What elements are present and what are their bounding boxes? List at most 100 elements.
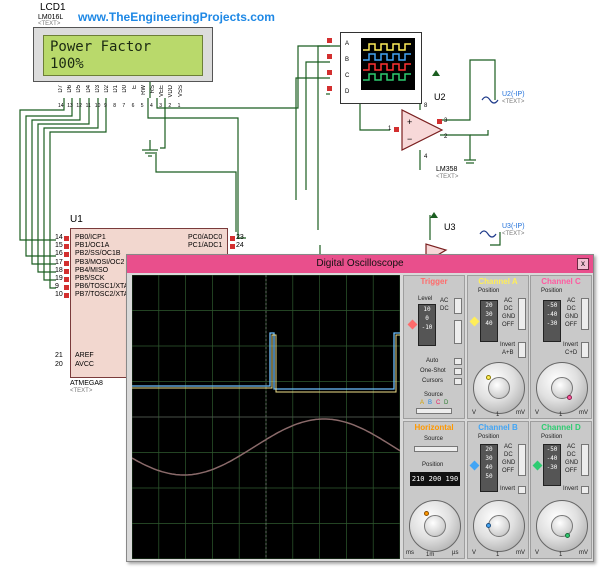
channel-c-title: Channel C (541, 277, 581, 286)
scope-thumbnail-screen (361, 38, 415, 90)
channel-b-invert-label: Invert (500, 486, 516, 492)
channel-c-mode-dc: DC (567, 306, 576, 312)
channel-b-position-indicator (469, 460, 480, 471)
lcd-pin-number: 6 (131, 103, 135, 109)
oscilloscope-component[interactable]: A B C D (340, 32, 422, 104)
mcu-bottom-pin-number: 21 (55, 352, 63, 359)
mcu-right-pin-number: 24 (236, 242, 244, 250)
channel-d-position-indicator (532, 460, 543, 471)
channel-d-scale-1: 1 (559, 552, 563, 558)
channel-b-tick-1: 20 (485, 446, 493, 453)
scope-pin-d (327, 86, 332, 91)
channel-a-volts-knob[interactable] (473, 362, 525, 414)
svg-text:−: − (407, 134, 412, 144)
mcu-left-pin-box (64, 277, 69, 282)
trigger-source-slider[interactable] (416, 408, 452, 414)
opamp-u2-pin-plus: 3 (444, 118, 448, 124)
channel-d-tick-3: -30 (546, 464, 558, 471)
channel-b-mode-gnd: GND (502, 460, 516, 466)
channel-a-mode-switch[interactable] (518, 298, 526, 330)
trigger-level-tick-1: 10 (423, 306, 431, 313)
channel-d-position-label: Position (541, 434, 563, 440)
mcu-right-pin-box (230, 236, 235, 241)
trigger-source-d: D (444, 400, 449, 406)
channel-a-invert-button[interactable] (518, 342, 526, 358)
horizontal-source-slider[interactable] (414, 446, 458, 452)
horizontal-position-display[interactable]: 210 200 190 (410, 472, 460, 486)
trigger-title: Trigger (420, 277, 448, 286)
trigger-level-spinner[interactable]: 10 0 -10 (418, 304, 436, 346)
trigger-level-tick-2: 0 (425, 315, 429, 322)
channel-a-knob-center (488, 377, 510, 399)
oscilloscope-display[interactable] (131, 274, 401, 560)
channel-d-tick-2: -40 (546, 455, 558, 462)
oscilloscope-title-bar[interactable]: Digital Oscilloscope (127, 255, 593, 273)
lcd-pin-label: D2 (104, 85, 110, 93)
channel-c-invert-button[interactable] (581, 342, 589, 358)
channel-c-tick-2: -40 (546, 311, 558, 318)
channel-c-volts-knob[interactable] (536, 362, 588, 414)
channel-a-panel: Channel A Position 20 30 40 AC DC GND OF… (467, 275, 529, 419)
channel-b-invert-button[interactable] (518, 486, 526, 494)
mcu-bottom-pin-label: AREF (75, 352, 94, 359)
horizontal-source-label: Source (424, 436, 444, 442)
opamp-u2-model: LM358 (436, 166, 458, 173)
trigger-cursors-button[interactable] (454, 378, 462, 385)
channel-a-mode-gnd: GND (502, 314, 516, 320)
channel-d-mode-switch[interactable] (581, 444, 589, 476)
oscilloscope-title: Digital Oscilloscope (316, 258, 404, 269)
channel-c-position-spinner[interactable]: -50 -40 -30 (543, 300, 561, 342)
close-button[interactable]: x (577, 258, 589, 270)
opamp-u2-ref: U2 (434, 92, 446, 102)
channel-b-tick-2: 30 (485, 455, 493, 462)
horizontal-time-knob[interactable] (409, 500, 461, 552)
trigger-one-shot-button[interactable] (454, 368, 462, 375)
svg-text:+: + (407, 117, 412, 127)
channel-c-mode-switch[interactable] (581, 298, 589, 330)
trigger-level-label: Level (418, 296, 433, 302)
channel-d-invert-label: Invert (563, 486, 579, 492)
channel-a-knob-marker (486, 375, 491, 380)
horizontal-scale-1m: 1m (426, 552, 435, 558)
mcu-left-pin-box (64, 244, 69, 250)
trigger-level-tick-3: -10 (421, 324, 433, 331)
lcd-pin-number: 13 (67, 103, 73, 109)
trigger-auto-button[interactable] (454, 358, 462, 365)
opamp-u3-ref: U3 (444, 222, 456, 232)
oscilloscope-window[interactable]: Digital Oscilloscope x Trigger Level 10 … (126, 254, 594, 562)
channel-b-tick-4: 50 (485, 473, 493, 480)
mcu-left-pin-box (64, 293, 69, 299)
channel-a-title: Channel A (478, 277, 518, 286)
lcd-pin-label: D1 (113, 85, 120, 93)
channel-a-position-spinner[interactable]: 20 30 40 (480, 300, 498, 342)
mcu-bottom-pin-number: 20 (55, 361, 63, 368)
lcd-display[interactable]: Power Factor 100% (33, 27, 213, 82)
channel-c-mode-ac: AC (567, 298, 576, 304)
channel-d-position-spinner[interactable]: -50 -40 -30 (543, 444, 561, 486)
channel-a-mode-dc: DC (504, 306, 513, 312)
opamp-u2-pin-plus-box (437, 119, 442, 124)
channel-b-position-spinner[interactable]: 20 30 40 50 (480, 444, 498, 492)
channel-d-invert-button[interactable] (581, 486, 589, 494)
trigger-coupling-switch[interactable] (454, 298, 462, 314)
channel-b-volts-knob[interactable] (473, 500, 525, 552)
channel-d-volts-knob[interactable] (536, 500, 588, 552)
horizontal-panel: Horizontal Source Position 210 200 190 m… (403, 421, 465, 559)
channel-c-panel: Channel C Position -50 -40 -30 AC DC GND… (530, 275, 592, 419)
lcd-pin-number: 8 (113, 103, 116, 109)
horizontal-position-label: Position (422, 462, 444, 468)
channel-c-sum-label: C+D (565, 350, 578, 356)
mcu-left-pin-label: PB4/MISO (75, 266, 109, 274)
scope-pin-a (327, 38, 332, 43)
mcu-left-pin-number: 10 (55, 291, 63, 299)
channel-b-mode-switch[interactable] (518, 444, 526, 476)
channel-a-scale-v: V (472, 410, 477, 416)
lcd-pin-number: 7 (122, 103, 126, 109)
lcd-pin-label: VSS (177, 85, 184, 98)
trigger-auto-label: Auto (426, 358, 439, 364)
lcd-pin-label: D6 (67, 85, 74, 93)
mcu-text-tag: <TEXT> (70, 388, 93, 394)
trigger-edge-switch[interactable] (454, 320, 462, 344)
channel-a-position-label: Position (478, 288, 500, 294)
